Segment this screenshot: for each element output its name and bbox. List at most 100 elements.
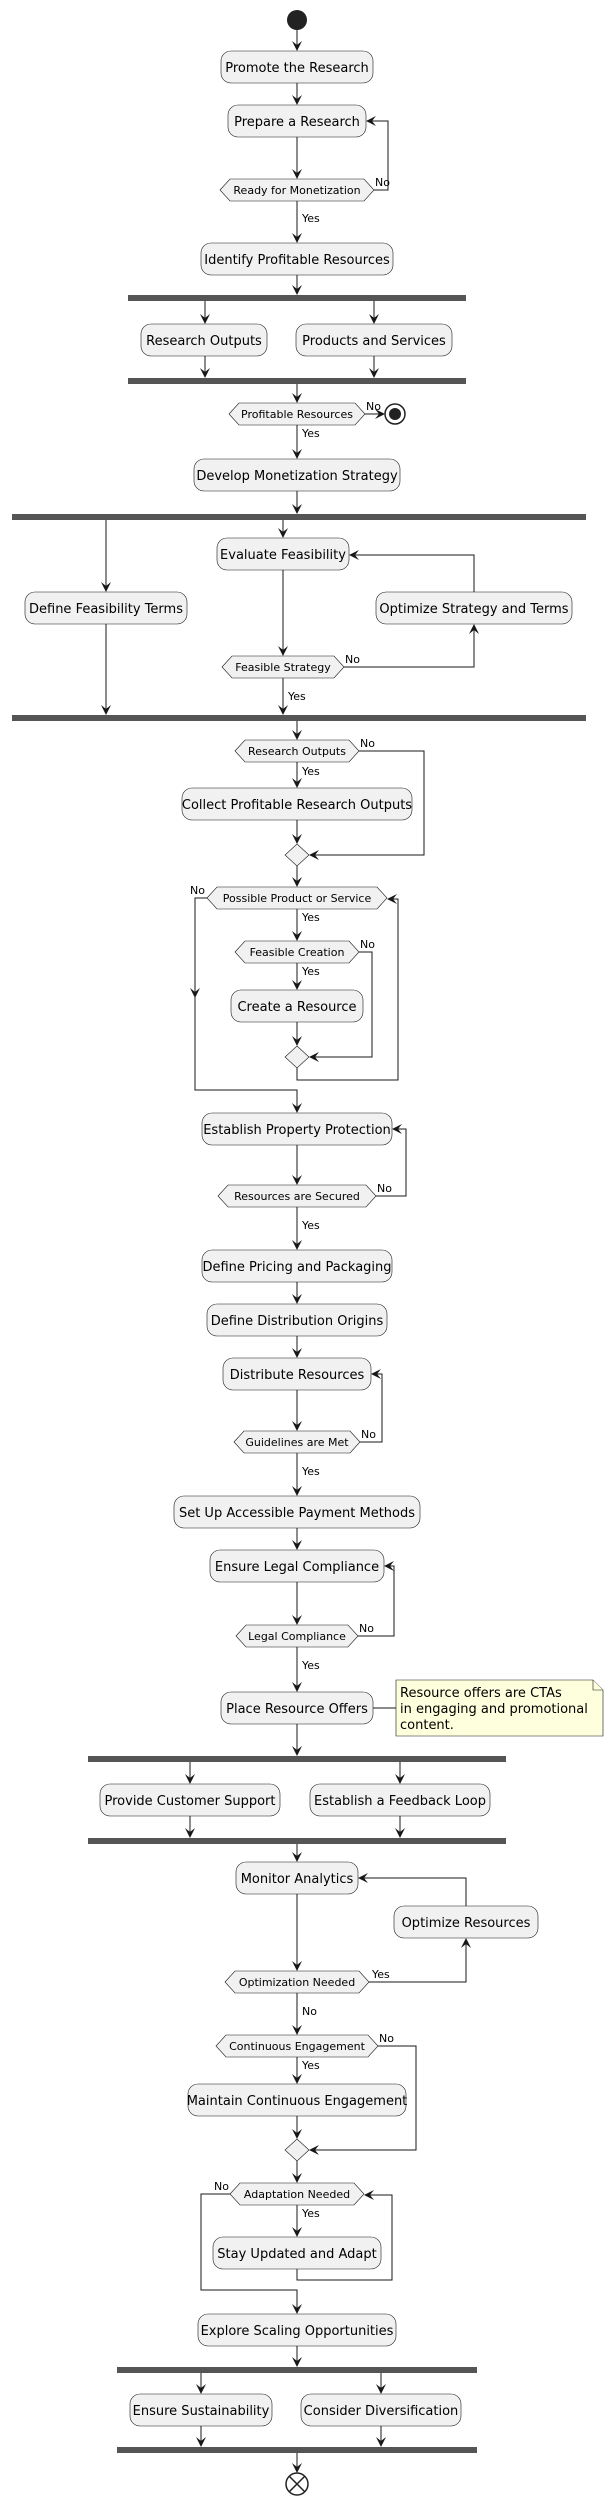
svg-text:Establish a Feedback Loop: Establish a Feedback Loop bbox=[314, 1794, 486, 1809]
label-no: No bbox=[214, 2180, 229, 2193]
svg-text:Ensure Sustainability: Ensure Sustainability bbox=[133, 2404, 270, 2419]
svg-text:Develop Monetization Strategy: Develop Monetization Strategy bbox=[196, 469, 398, 484]
activity-develop-monetization: Develop Monetization Strategy bbox=[193, 458, 401, 492]
activity-prepare-research: Prepare a Research bbox=[227, 104, 367, 138]
svg-text:Optimization Needed: Optimization Needed bbox=[239, 1976, 355, 1989]
svg-text:Identify Profitable Resources: Identify Profitable Resources bbox=[204, 253, 390, 268]
svg-text:Continuous Engagement: Continuous Engagement bbox=[229, 2040, 365, 2053]
activity-monitor-analytics: Monitor Analytics bbox=[235, 1861, 359, 1895]
label-no: No bbox=[379, 2032, 394, 2045]
note-resource-offers: Resource offers are CTAs in engaging and… bbox=[395, 1679, 604, 1737]
fork-bar bbox=[12, 514, 586, 520]
svg-text:Distribute Resources: Distribute Resources bbox=[230, 1368, 365, 1383]
svg-text:Promote the Research: Promote the Research bbox=[225, 61, 369, 76]
label-no: No bbox=[302, 2005, 317, 2018]
decision-guidelines-met: Guidelines are Met bbox=[233, 1430, 361, 1454]
svg-text:Ready for Monetization: Ready for Monetization bbox=[233, 184, 360, 197]
activity-optimize-resources: Optimize Resources bbox=[393, 1905, 539, 1939]
svg-text:content.: content. bbox=[400, 1718, 454, 1733]
svg-text:Research Outputs: Research Outputs bbox=[146, 334, 262, 349]
label-yes: Yes bbox=[301, 911, 320, 924]
label-no: No bbox=[361, 1428, 376, 1441]
activity-ensure-sustainability: Ensure Sustainability bbox=[129, 2393, 273, 2427]
activity-evaluate-feasibility: Evaluate Feasibility bbox=[216, 537, 350, 571]
fork-bar bbox=[128, 295, 466, 301]
label-yes: Yes bbox=[301, 212, 320, 225]
svg-text:Set Up Accessible Payment Meth: Set Up Accessible Payment Methods bbox=[179, 1506, 415, 1521]
activity-promote-research: Promote the Research bbox=[220, 50, 374, 84]
svg-text:Legal Compliance: Legal Compliance bbox=[248, 1630, 346, 1643]
svg-text:Explore Scaling Opportunities: Explore Scaling Opportunities bbox=[201, 2324, 394, 2339]
decision-research-outputs: Research Outputs bbox=[234, 739, 360, 763]
activity-establish-feedback-loop: Establish a Feedback Loop bbox=[309, 1783, 491, 1817]
activity-define-distribution-origins: Define Distribution Origins bbox=[206, 1303, 388, 1337]
label-yes: Yes bbox=[301, 1659, 320, 1672]
join-bar bbox=[12, 715, 586, 721]
svg-text:Define Feasibility Terms: Define Feasibility Terms bbox=[29, 602, 183, 617]
label-yes: Yes bbox=[287, 690, 306, 703]
label-no: No bbox=[366, 400, 381, 413]
svg-text:Stay Updated and Adapt: Stay Updated and Adapt bbox=[217, 2247, 376, 2262]
svg-text:Ensure Legal Compliance: Ensure Legal Compliance bbox=[215, 1560, 379, 1575]
activity-place-resource-offers: Place Resource Offers bbox=[220, 1691, 374, 1725]
activity-maintain-continuous-engagement: Maintain Continuous Engagement bbox=[187, 2083, 407, 2117]
label-no: No bbox=[345, 653, 360, 666]
activity-establish-property-protection: Establish Property Protection bbox=[201, 1112, 393, 1146]
svg-text:Optimize Strategy and Terms: Optimize Strategy and Terms bbox=[379, 602, 568, 617]
svg-text:Resources are Secured: Resources are Secured bbox=[234, 1190, 360, 1203]
decision-adaptation-needed: Adaptation Needed bbox=[229, 2182, 365, 2206]
svg-text:Define Pricing and Packaging: Define Pricing and Packaging bbox=[202, 1260, 391, 1275]
decision-resources-secured: Resources are Secured bbox=[217, 1184, 377, 1208]
svg-text:Resource offers are CTAs: Resource offers are CTAs bbox=[400, 1686, 562, 1701]
activity-collect-profitable-outputs: Collect Profitable Research Outputs bbox=[181, 787, 412, 821]
label-yes: Yes bbox=[371, 1968, 390, 1981]
label-no: No bbox=[360, 938, 375, 951]
svg-text:Feasible Creation: Feasible Creation bbox=[250, 946, 345, 959]
label-yes: Yes bbox=[301, 765, 320, 778]
svg-text:Research Outputs: Research Outputs bbox=[248, 745, 346, 758]
svg-text:Possible Product or Service: Possible Product or Service bbox=[223, 892, 372, 905]
end-node-final bbox=[285, 2472, 309, 2496]
activity-products-services: Products and Services bbox=[295, 323, 453, 357]
activity-define-feasibility-terms: Define Feasibility Terms bbox=[24, 591, 188, 625]
svg-text:Establish Property Protection: Establish Property Protection bbox=[203, 1123, 391, 1138]
join-bar bbox=[128, 378, 466, 384]
label-yes: Yes bbox=[301, 1219, 320, 1232]
join-bar bbox=[117, 2447, 477, 2453]
join-bar bbox=[88, 1838, 506, 1844]
svg-text:Guidelines are Met: Guidelines are Met bbox=[245, 1436, 349, 1449]
svg-text:in engaging and promotional: in engaging and promotional bbox=[400, 1702, 588, 1717]
svg-text:Provide Customer Support: Provide Customer Support bbox=[105, 1794, 276, 1809]
end-node-stop bbox=[384, 403, 406, 425]
label-no: No bbox=[377, 1182, 392, 1195]
activity-distribute-resources: Distribute Resources bbox=[222, 1357, 372, 1391]
svg-text:Define Distribution Origins: Define Distribution Origins bbox=[211, 1314, 384, 1329]
svg-text:Profitable Resources: Profitable Resources bbox=[241, 408, 353, 421]
fork-bar bbox=[117, 2367, 477, 2373]
label-yes: Yes bbox=[301, 2207, 320, 2220]
fork-bar bbox=[88, 1756, 506, 1762]
svg-text:Evaluate Feasibility: Evaluate Feasibility bbox=[220, 548, 346, 563]
activity-setup-payment-methods: Set Up Accessible Payment Methods bbox=[173, 1495, 421, 1529]
svg-text:Place Resource Offers: Place Resource Offers bbox=[226, 1702, 368, 1717]
start-node bbox=[287, 10, 307, 30]
decision-legal-compliance: Legal Compliance bbox=[235, 1624, 359, 1648]
svg-text:Create a Resource: Create a Resource bbox=[237, 1000, 356, 1015]
label-yes: Yes bbox=[301, 427, 320, 440]
merge-diamond bbox=[284, 2138, 310, 2162]
activity-explore-scaling: Explore Scaling Opportunities bbox=[197, 2313, 397, 2347]
decision-profitable-resources: Profitable Resources bbox=[228, 402, 366, 426]
svg-text:Optimize Resources: Optimize Resources bbox=[402, 1916, 531, 1931]
label-no: No bbox=[190, 884, 205, 897]
label-yes: Yes bbox=[301, 2059, 320, 2072]
label-yes: Yes bbox=[301, 965, 320, 978]
merge-diamond bbox=[284, 1045, 310, 1069]
svg-text:Feasible Strategy: Feasible Strategy bbox=[235, 661, 331, 674]
svg-text:Collect Profitable Research Ou: Collect Profitable Research Outputs bbox=[182, 798, 412, 813]
label-no: No bbox=[360, 737, 375, 750]
decision-feasible-creation: Feasible Creation bbox=[234, 940, 360, 964]
activity-optimize-strategy-terms: Optimize Strategy and Terms bbox=[375, 591, 573, 625]
activity-ensure-legal-compliance: Ensure Legal Compliance bbox=[209, 1549, 385, 1583]
label-yes: Yes bbox=[301, 1465, 320, 1478]
